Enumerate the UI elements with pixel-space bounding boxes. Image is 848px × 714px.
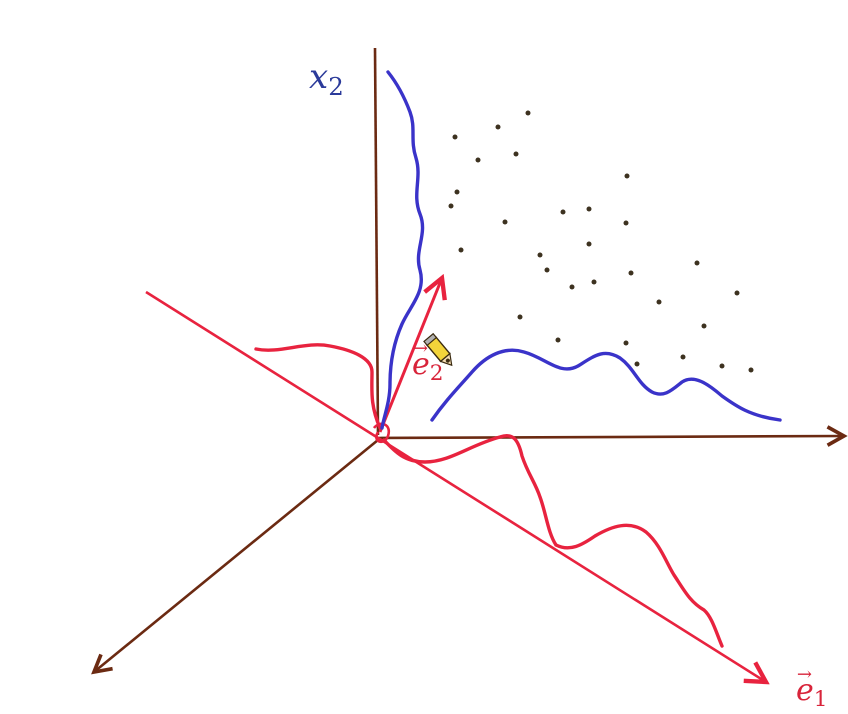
- data-point: [656, 299, 662, 305]
- data-point: [623, 340, 629, 346]
- data-point: [623, 220, 629, 226]
- data-point: [517, 314, 523, 320]
- red-distribution-e2: [254, 343, 382, 430]
- x2-axis: [373, 47, 380, 436]
- data-point: [569, 284, 575, 290]
- data-point: [454, 189, 460, 195]
- data-point: [586, 241, 592, 247]
- data-point: [495, 124, 501, 130]
- data-point: [701, 323, 707, 329]
- data-point: [560, 209, 566, 215]
- data-point: [448, 203, 454, 209]
- data-point: [513, 151, 519, 157]
- origin-scribble: [372, 422, 391, 444]
- data-point: [544, 267, 550, 273]
- data-point: [748, 367, 754, 373]
- data-point: [475, 157, 481, 163]
- data-point: [458, 247, 464, 253]
- data-point: [591, 279, 597, 285]
- e1-label: e1: [796, 666, 828, 710]
- blue-distribution-x2: [380, 70, 425, 430]
- e2-arrow: [378, 278, 442, 433]
- data-point: [555, 337, 561, 343]
- data-point: [586, 206, 592, 212]
- e1-axis: [145, 290, 766, 682]
- data-point: [502, 219, 508, 225]
- e2-label: e2: [412, 340, 444, 384]
- x1-axis: [377, 436, 844, 438]
- data-point: [537, 252, 543, 258]
- data-point: [525, 110, 531, 116]
- data-point: [628, 270, 634, 276]
- data-point: [680, 354, 686, 360]
- red-distribution-e1: [382, 434, 724, 648]
- blue-distribution-x1: [430, 348, 782, 422]
- data-point: [719, 363, 725, 369]
- data-point: [452, 134, 458, 140]
- data-point: [634, 361, 640, 367]
- data-point: [624, 173, 630, 179]
- x3-axis: [94, 438, 379, 672]
- x2-label: x2: [309, 57, 344, 101]
- data-point: [734, 290, 740, 296]
- data-points: [448, 110, 754, 373]
- data-point: [694, 260, 700, 266]
